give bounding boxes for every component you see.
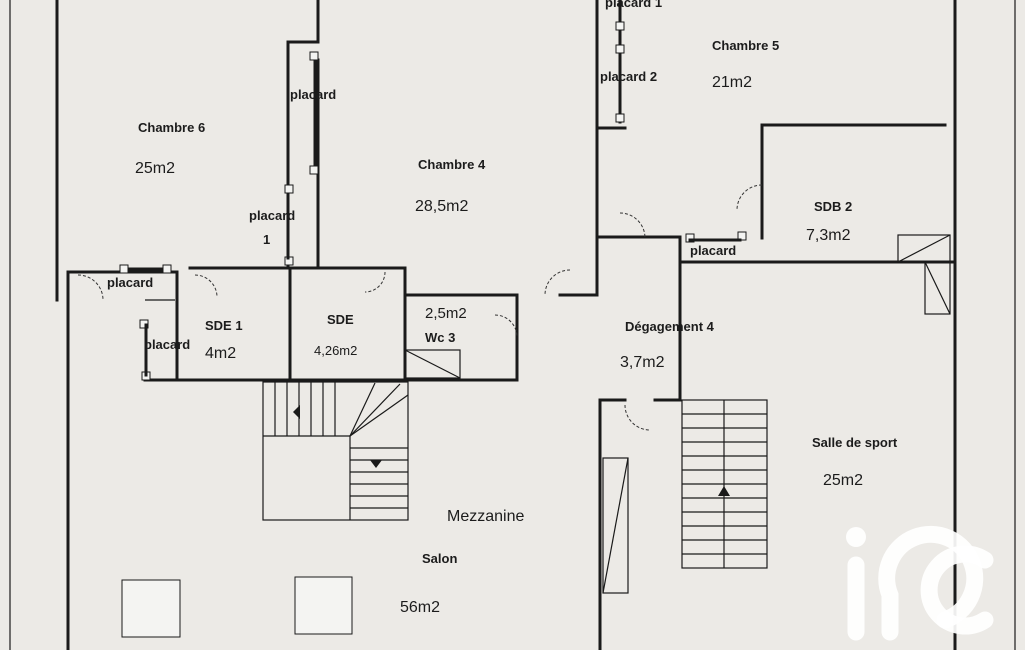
mezzanine-name: Mezzanine (447, 508, 524, 525)
interior-walls (66, 0, 957, 650)
skylight (121, 579, 181, 638)
sdb2-area: 7,3m2 (806, 227, 851, 244)
salon-name: Salon (422, 551, 457, 566)
room-labels: Chambre 6 25m2 Chambre 4 28,5m2 Chambre … (135, 38, 898, 616)
sde1-name: SDE 1 (205, 318, 243, 333)
skylight (294, 576, 353, 635)
sallesport-area: 25m2 (823, 472, 863, 489)
sallesport-name: Salle de sport (812, 435, 898, 450)
salon-area: 56m2 (400, 599, 440, 616)
staircase-left (262, 381, 409, 521)
sde-area: 4,26m2 (314, 343, 357, 358)
closets-structure (119, 0, 951, 594)
sde-name: SDE (327, 312, 354, 327)
placard-left-label: placard (107, 275, 153, 290)
chambre6-name: Chambre 6 (138, 120, 205, 135)
chambre5-area: 21m2 (712, 74, 752, 91)
degagement4-name: Dégagement 4 (625, 319, 715, 334)
sde1-area: 4m2 (205, 345, 236, 362)
sdb2-name: SDB 2 (814, 199, 852, 214)
staircase-right (681, 399, 768, 569)
degagement4-area: 3,7m2 (620, 354, 665, 371)
chambre5-name: Chambre 5 (712, 38, 779, 53)
doors (77, 184, 763, 431)
wc3-area: 2,5m2 (425, 305, 467, 322)
placard-2-label: placard 2 (600, 69, 657, 84)
placard-1-number: 1 (263, 232, 270, 247)
chambre4-area: 28,5m2 (415, 198, 468, 215)
wc3-name: Wc 3 (425, 330, 455, 345)
placard-1-label: placard (249, 208, 295, 223)
placard-sdb-label: placard (690, 243, 736, 258)
outer-walls (9, 0, 1016, 650)
placard-top-label: placard (290, 87, 336, 102)
closet-labels: placard placard 1 placard placard placar… (107, 0, 736, 352)
placard-sde1-label: placard (144, 337, 190, 352)
chambre4-name: Chambre 4 (418, 157, 486, 172)
chambre6-area: 25m2 (135, 160, 175, 177)
placard-partial-label: placard 1 (605, 0, 662, 10)
iad-logo (846, 525, 994, 641)
